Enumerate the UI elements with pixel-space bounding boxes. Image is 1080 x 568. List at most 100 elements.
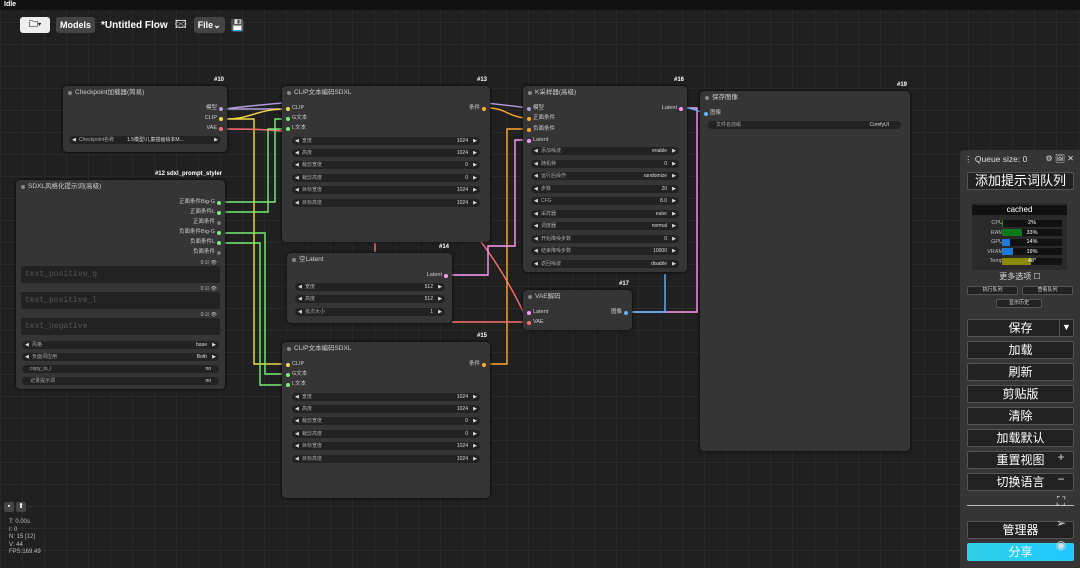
image-icon[interactable]: 🖼: [1054, 154, 1066, 163]
input-g-text[interactable]: G文本: [286, 370, 307, 379]
arrow-right-icon[interactable]: ▶: [212, 342, 216, 348]
node-title[interactable]: Checkpoint加载器(简易): [63, 86, 227, 100]
input-negative[interactable]: 负面条件: [527, 125, 555, 134]
node-title[interactable]: VAE解码: [523, 290, 632, 304]
eye-icon[interactable]: ◉: [1055, 538, 1067, 552]
arrow-left-icon[interactable]: ◀: [25, 354, 29, 360]
input-vae[interactable]: VAE: [527, 318, 544, 327]
output-image[interactable]: 图像: [611, 308, 628, 317]
fit-view-icon[interactable]: ⛶: [1056, 494, 1066, 508]
node-title[interactable]: K采样器(高级): [523, 86, 687, 100]
queue-prompt-button[interactable]: 添加提示词队列: [967, 172, 1074, 190]
show-history-button[interactable]: 显示历史: [996, 299, 1042, 308]
output-positive-l[interactable]: 正面条件L: [190, 208, 221, 217]
text-options[interactable]: 0 ☑ 👁: [200, 260, 217, 266]
vae-decode-node[interactable]: #17 VAE解码 Latent VAE 图像: [523, 281, 632, 330]
prompt-styler-node[interactable]: #12 sdxl_prompt_styler SDXL风格化提示词(高级) 正面…: [16, 171, 225, 389]
folder-button[interactable]: 🗀▾: [20, 17, 50, 33]
input-image[interactable]: 图像: [704, 109, 721, 118]
share-button[interactable]: 分享: [967, 543, 1074, 561]
more-options-toggle[interactable]: 更多选项 ☐: [960, 271, 1080, 282]
node-title[interactable]: CLIP文本编码SDXL: [282, 86, 490, 100]
output-clip[interactable]: CLIP: [205, 114, 223, 123]
input-clip[interactable]: CLIP: [286, 104, 304, 113]
input-latent[interactable]: Latent: [527, 136, 548, 145]
text-negative-input[interactable]: text_negative: [21, 318, 220, 335]
arrow-right-icon[interactable]: ▶: [212, 354, 216, 360]
load-default-button[interactable]: 加载默认: [967, 429, 1074, 447]
run-queue-button[interactable]: 执行队列: [967, 286, 1018, 295]
file-menu-button[interactable]: File⌄: [193, 17, 225, 33]
manager-button[interactable]: 管理器: [967, 521, 1074, 539]
output-model[interactable]: 模型: [206, 104, 223, 113]
input-latent[interactable]: Latent: [527, 308, 548, 317]
output-latent[interactable]: Latent: [427, 271, 448, 280]
output-negative-g[interactable]: 负面条件Big-G: [179, 228, 221, 237]
node-title[interactable]: 空Latent: [287, 253, 452, 267]
zoom-out-icon[interactable]: −: [1057, 472, 1065, 486]
flow-title[interactable]: *Untitled Flow: [101, 19, 168, 31]
node-title[interactable]: SDXL风格化提示词(高级): [16, 180, 225, 194]
reset-view-button[interactable]: 重置视图: [967, 451, 1074, 469]
clear-button[interactable]: 清除: [967, 407, 1074, 425]
dropdown-arrow-icon[interactable]: ▼: [1059, 319, 1073, 337]
load-button[interactable]: 加载: [967, 341, 1074, 359]
image-icon[interactable]: 🖾: [174, 18, 187, 31]
output-positive[interactable]: 正面条件: [193, 218, 221, 227]
checkbox-icon[interactable]: ☐: [1033, 272, 1041, 281]
text-options[interactable]: 0 ☑ 👁: [200, 312, 217, 318]
output-conditioning[interactable]: 条件: [469, 360, 486, 369]
switch-language-button[interactable]: 切换语言: [967, 473, 1074, 491]
input-g-text[interactable]: G文本: [286, 114, 307, 123]
checkpoint-loader-node[interactable]: #10 Checkpoint加载器(简易) 模型 CLIP VAE ◀Check…: [63, 77, 227, 152]
save-button[interactable]: 保存▼: [967, 319, 1074, 337]
input-l-text[interactable]: L文本: [286, 124, 306, 133]
input-clip[interactable]: CLIP: [286, 360, 304, 369]
ksampler-advanced-node[interactable]: #16 K采样器(高级) 模型 正面条件 负面条件 Latent Latent …: [523, 77, 687, 272]
output-vae[interactable]: VAE: [206, 124, 223, 133]
zoom-in-icon[interactable]: +: [1057, 450, 1065, 464]
text-positive-g-input[interactable]: text_positive_g: [21, 266, 220, 283]
save-disk-icon[interactable]: 💾: [230, 19, 245, 32]
clipboard-button[interactable]: 剪贴版: [967, 385, 1074, 403]
gear-icon[interactable]: ⚙: [1045, 154, 1053, 163]
output-latent[interactable]: Latent: [662, 104, 683, 113]
node-title[interactable]: 保存图像: [700, 91, 910, 105]
drag-handle-icon[interactable]: ⋮: [964, 154, 973, 164]
models-button[interactable]: Models: [56, 17, 96, 33]
input-model[interactable]: 模型: [527, 104, 544, 113]
arrow-right-icon[interactable]: ▶: [214, 137, 218, 143]
arrow-left-icon[interactable]: ◀: [72, 137, 76, 143]
arrow-left-icon[interactable]: ◀: [25, 342, 29, 348]
output-positive-g[interactable]: 正面条件Big-G: [179, 198, 221, 207]
refresh-button[interactable]: 刷新: [967, 363, 1074, 381]
